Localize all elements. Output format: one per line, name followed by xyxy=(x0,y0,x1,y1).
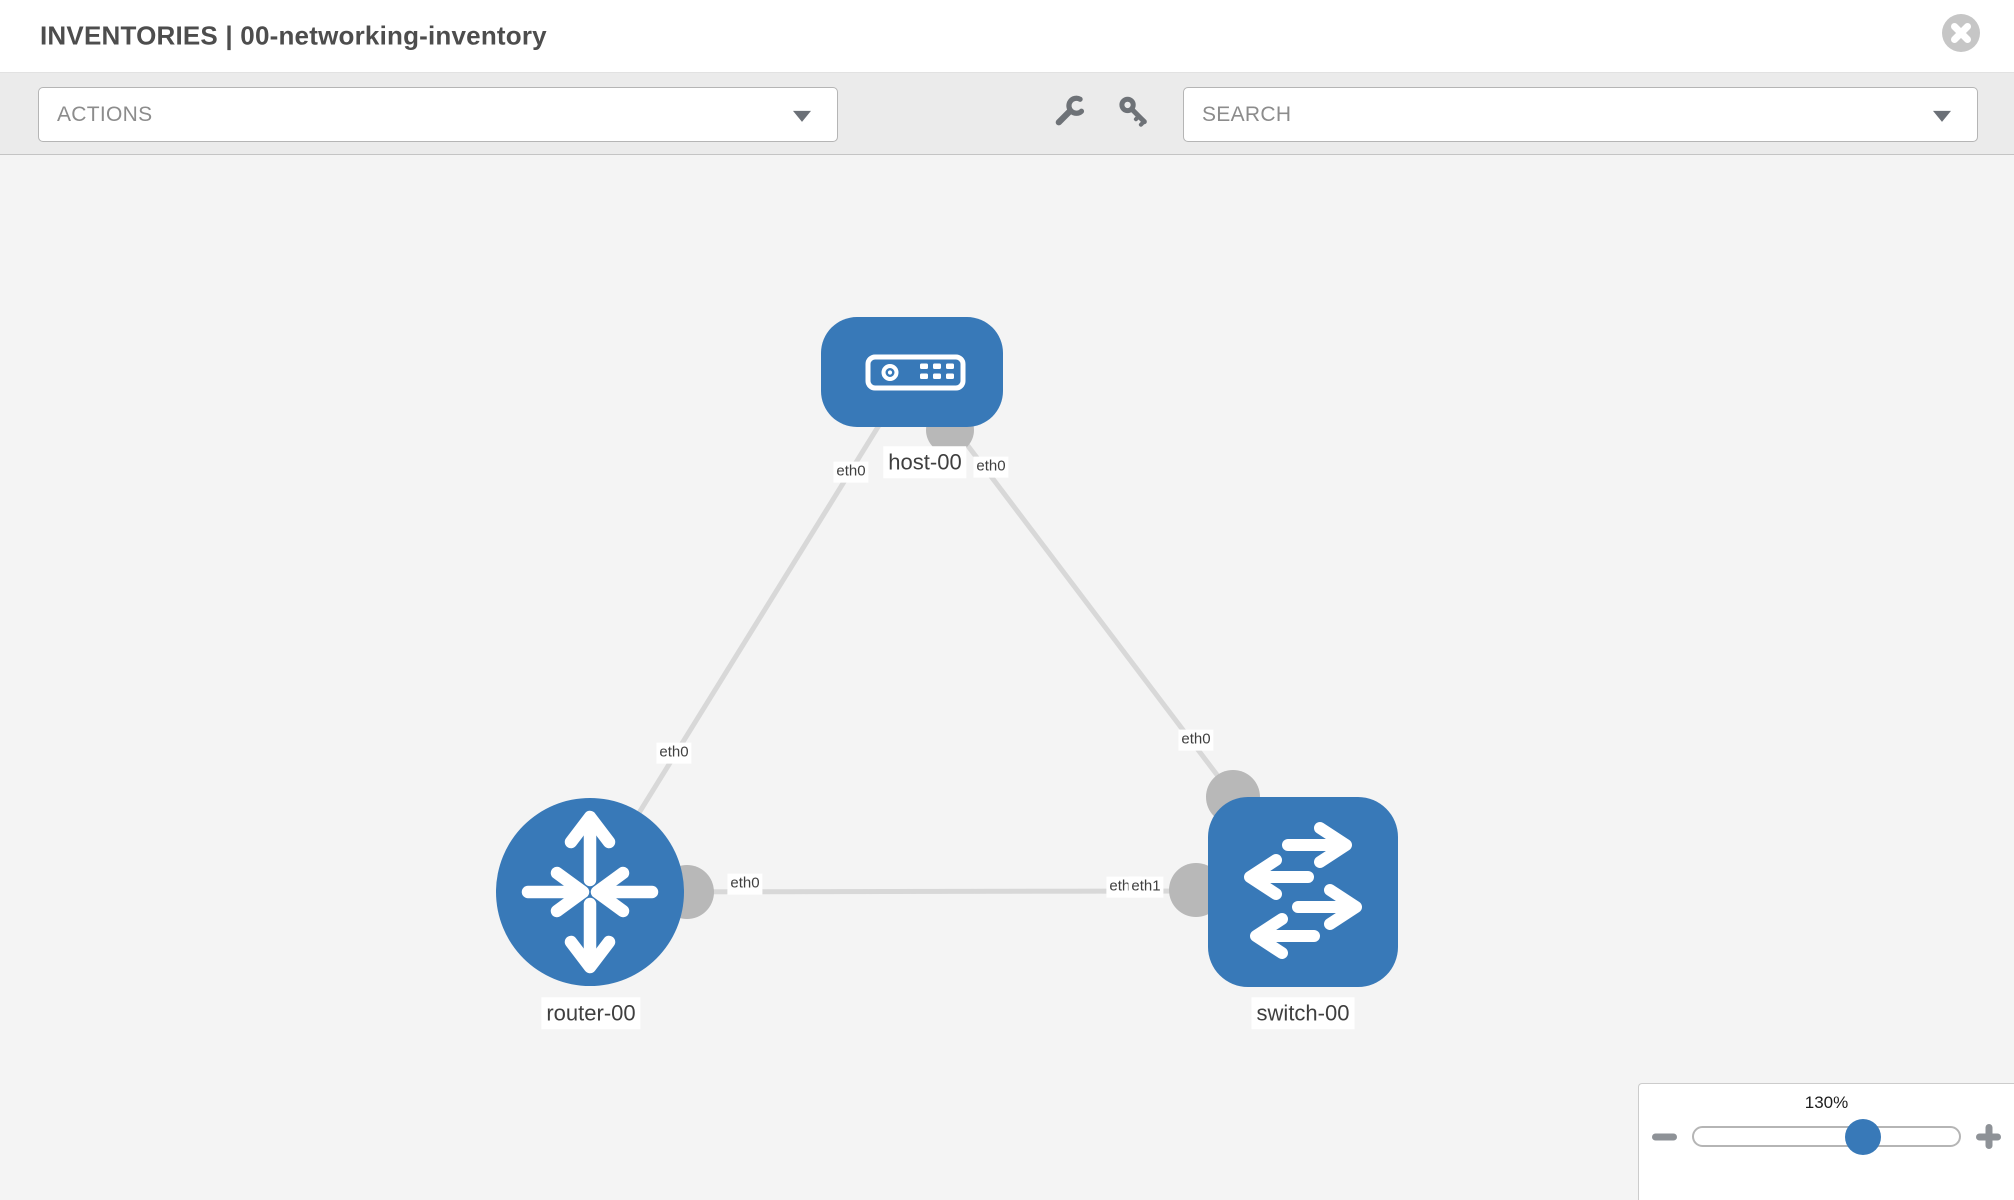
node-label-switch: switch-00 xyxy=(1251,997,1355,1029)
actions-dropdown[interactable]: ACTIONS xyxy=(38,87,838,142)
header: INVENTORIES | 00-networking-inventory xyxy=(0,0,2014,73)
interface-label: eth0 xyxy=(727,873,763,895)
zoom-slider-track[interactable] xyxy=(1692,1118,1961,1155)
interface-label: eth0 xyxy=(1178,729,1214,751)
zoom-level: 130% xyxy=(1804,1093,1849,1112)
zoom-out-button[interactable] xyxy=(1651,1123,1678,1150)
interface-label: eth0 xyxy=(973,456,1009,478)
interface-label: eth0 xyxy=(656,742,692,764)
node-label-host: host-00 xyxy=(883,446,967,478)
caret-down-icon xyxy=(793,110,811,122)
link-host-router xyxy=(587,370,915,894)
toolbar: ACTIONS SEARCH xyxy=(0,73,2014,155)
router-arrows-icon xyxy=(521,810,659,974)
page-title: INVENTORIES | 00-networking-inventory xyxy=(40,20,547,51)
plus-icon xyxy=(1985,1124,1992,1149)
search-dropdown-label: SEARCH xyxy=(1202,102,1292,126)
node-switch[interactable] xyxy=(1208,797,1398,987)
interface-label: eth1 xyxy=(1128,876,1164,898)
search-dropdown[interactable]: SEARCH xyxy=(1183,87,1978,142)
zoom-in-button[interactable] xyxy=(1975,1123,2002,1150)
caret-down-icon xyxy=(1933,110,1951,122)
close-icon[interactable] xyxy=(1941,13,1981,53)
actions-dropdown-label: ACTIONS xyxy=(57,102,153,126)
interface-label: eth0 xyxy=(833,461,869,483)
minus-icon xyxy=(1652,1133,1677,1140)
node-label-router: router-00 xyxy=(541,997,641,1029)
server-icon xyxy=(865,354,966,391)
key-icon[interactable] xyxy=(1116,94,1150,133)
node-router[interactable] xyxy=(496,798,684,986)
node-host[interactable] xyxy=(821,317,1003,427)
zoom-slider-thumb[interactable] xyxy=(1844,1118,1881,1155)
switch-arrows-icon xyxy=(1244,822,1362,959)
wrench-icon[interactable] xyxy=(1052,94,1086,133)
interface-ports xyxy=(660,406,1260,919)
topology-canvas[interactable]: eth0 eth0 eth0 eth0 eth0 eth1 eth1 host-… xyxy=(0,155,2014,1200)
topology-svg xyxy=(496,317,1398,987)
zoom-panel: 130% xyxy=(1638,1083,2014,1200)
